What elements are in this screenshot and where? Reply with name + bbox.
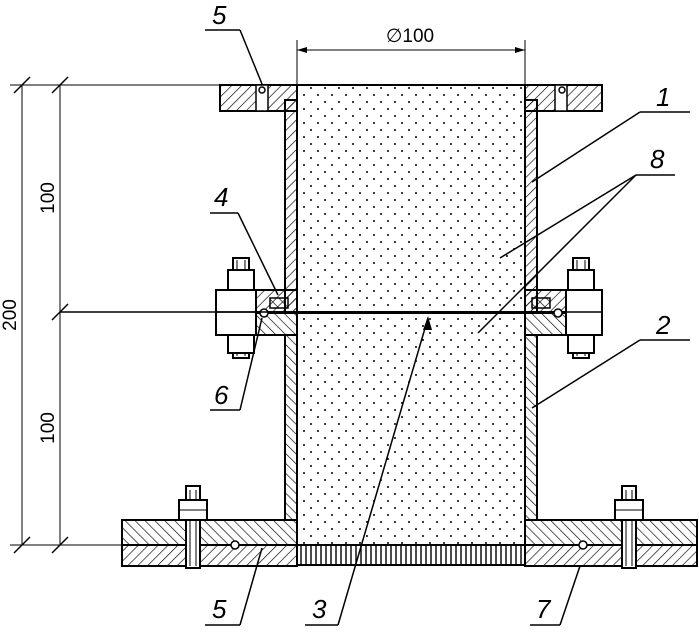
bottom-bolt-left — [178, 485, 208, 569]
lower-flange-left — [121, 519, 298, 546]
lower-ring-wall-right — [524, 334, 538, 521]
bottom-right-hole-marker — [578, 540, 588, 550]
height-dimensions: 200 100 100 — [0, 76, 220, 554]
bottom-bolt-right — [614, 485, 644, 569]
callout-8: 8 — [650, 144, 665, 174]
lower-flange-right — [524, 519, 698, 546]
total-height-label: 200 — [0, 299, 21, 331]
clamp-bolt-right — [553, 257, 603, 359]
diameter-dimension: ∅100 — [296, 26, 526, 85]
diameter-label: ∅100 — [386, 26, 434, 47]
callout-3: 3 — [312, 594, 327, 624]
base-plate-left — [121, 544, 298, 567]
lower-ring-wall-left — [284, 334, 298, 521]
callout-2: 2 — [655, 310, 671, 340]
mid-flange-insert-right — [531, 297, 551, 309]
callout-5-bottom: 5 — [212, 594, 227, 624]
base-plate-right — [524, 544, 698, 567]
leader-lines — [205, 29, 690, 626]
top-right-hole-marker — [558, 86, 566, 94]
upper-height-label: 100 — [38, 182, 59, 214]
callout-6: 6 — [214, 380, 229, 410]
lower-height-label: 100 — [38, 412, 59, 444]
callout-4: 4 — [214, 182, 228, 212]
soil-sample-upper — [296, 84, 526, 313]
porous-plate — [296, 544, 526, 566]
callout-1: 1 — [656, 82, 670, 112]
callout-7: 7 — [536, 594, 552, 624]
upper-ring-wall-left — [284, 99, 298, 313]
top-left-hole-marker — [258, 86, 266, 94]
mid-flange-insert-left — [269, 297, 289, 309]
callout-5-top: 5 — [212, 0, 227, 30]
bottom-left-hole-marker — [230, 540, 240, 550]
soil-sample-lower — [296, 312, 526, 546]
